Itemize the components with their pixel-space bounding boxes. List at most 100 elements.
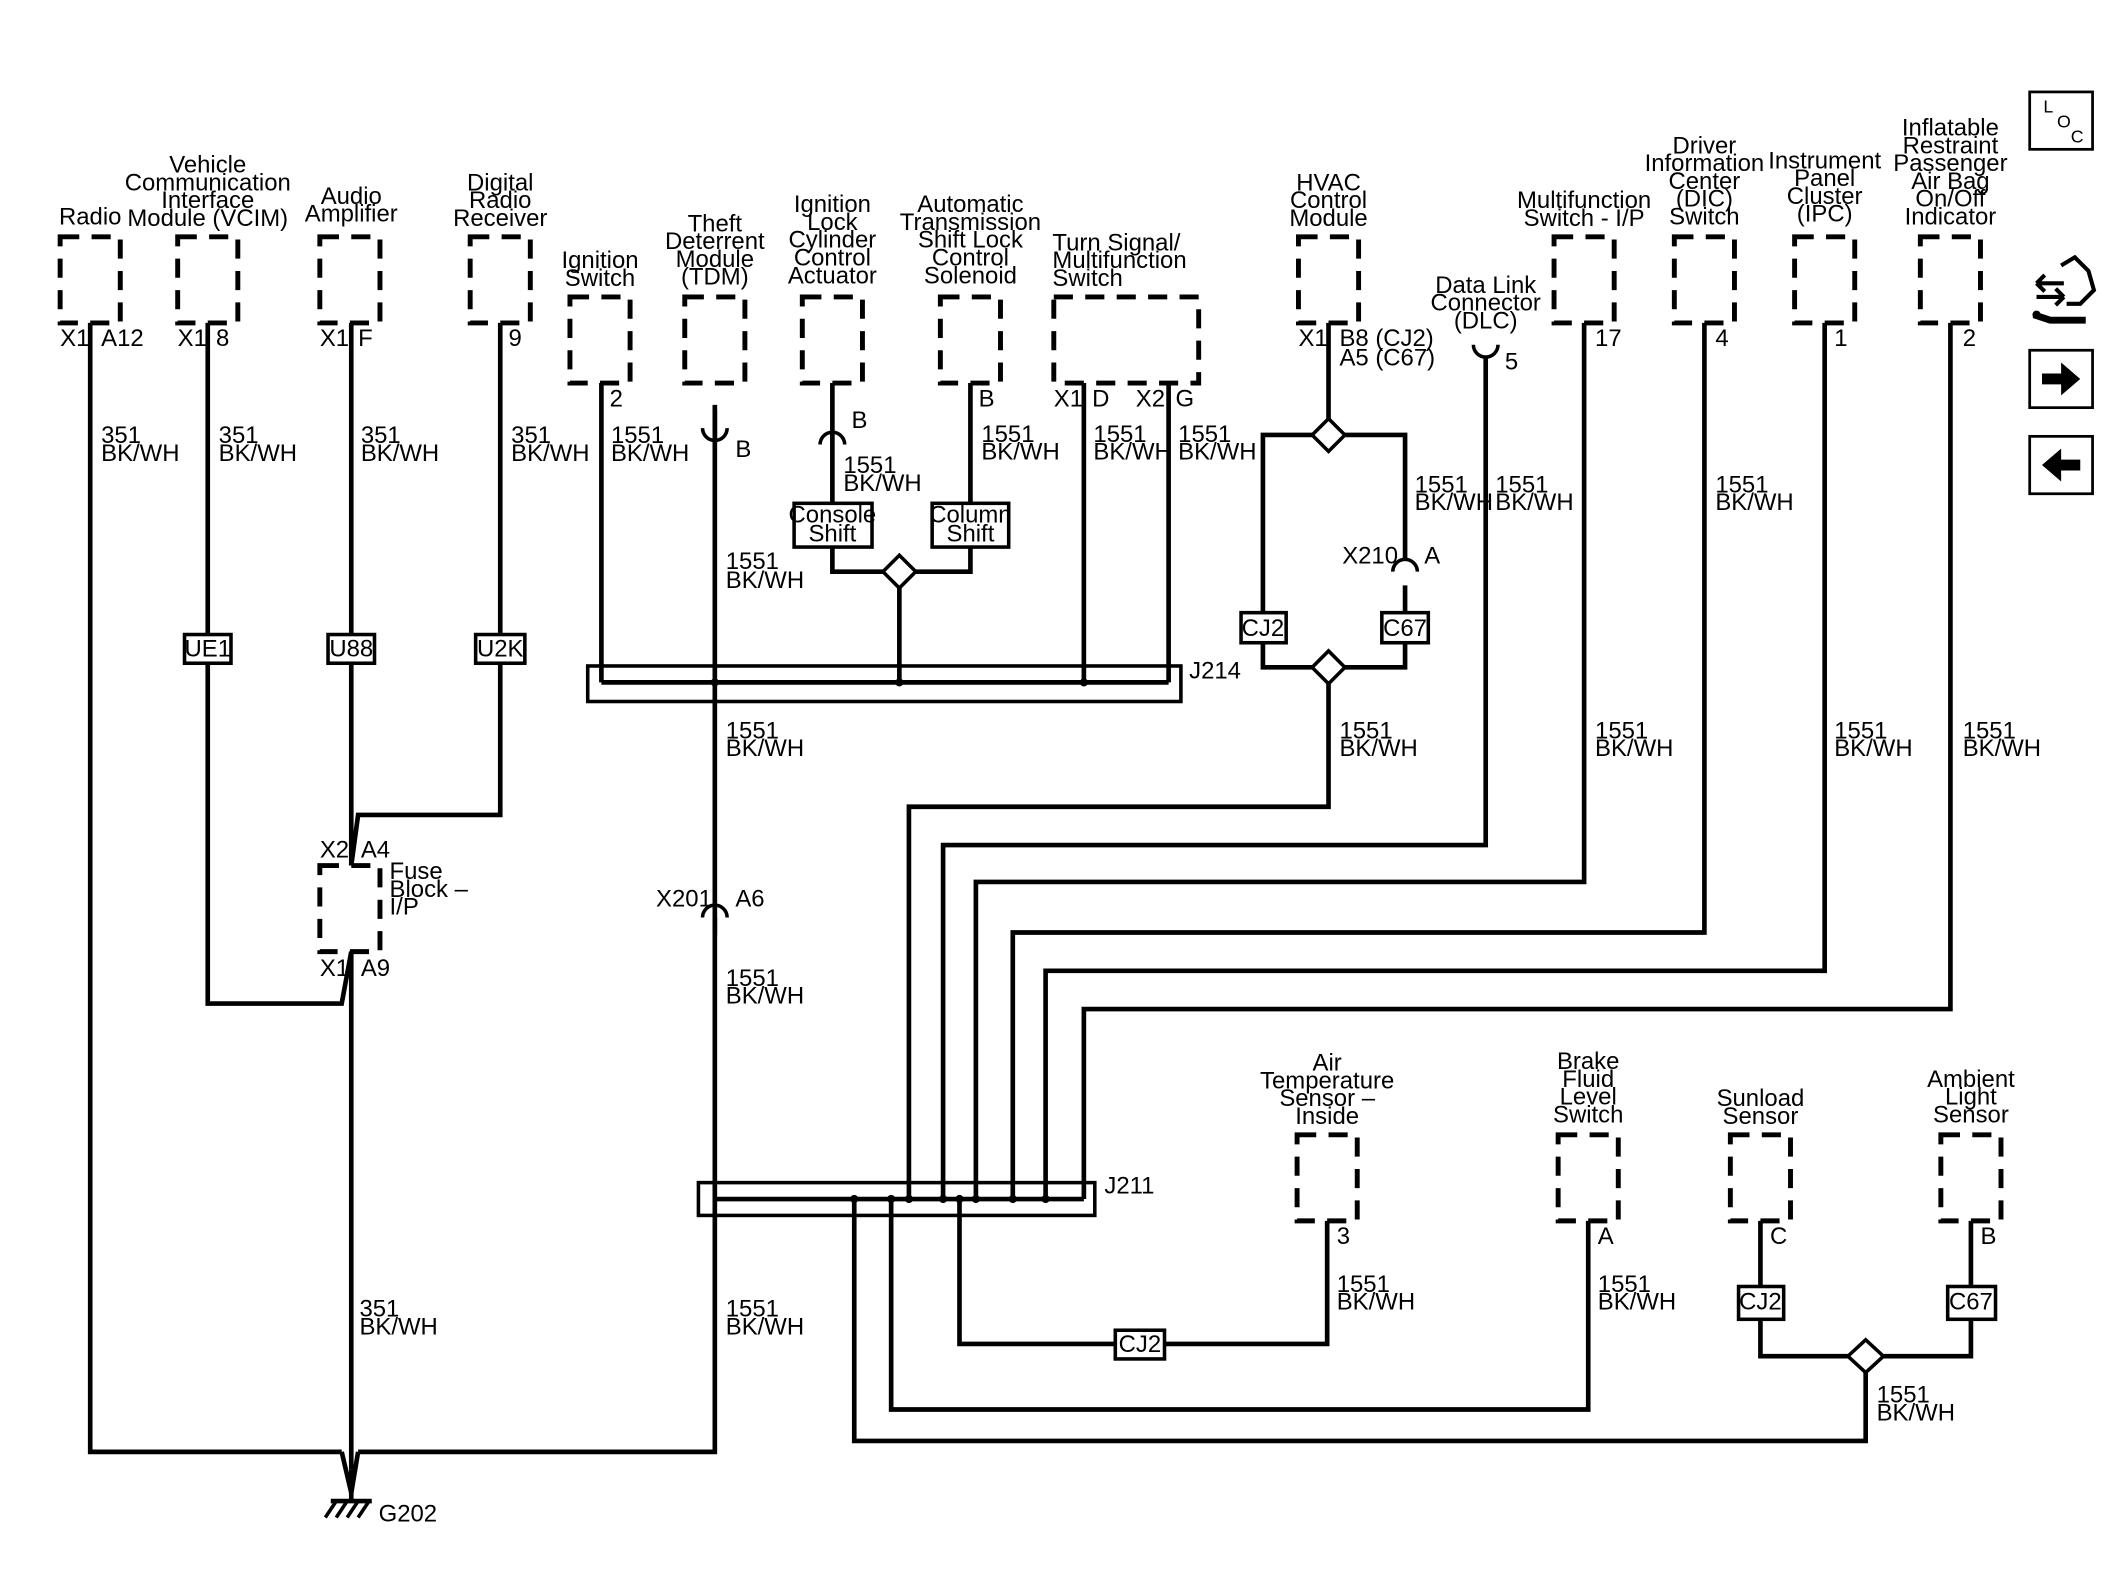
svg-text:Restraint: Restraint xyxy=(1903,132,1999,159)
wires xyxy=(87,322,1974,1470)
dic-switch-component[interactable] xyxy=(1671,234,1737,326)
svg-text:Air Bag: Air Bag xyxy=(1911,168,1989,195)
svg-text:(IPC): (IPC) xyxy=(1797,201,1853,228)
shift-lock-solenoid-component[interactable] xyxy=(937,294,1003,386)
svg-text:Vehicle: Vehicle xyxy=(169,152,246,179)
svg-text:Cluster: Cluster xyxy=(1787,183,1863,210)
location-view-button[interactable]: L O C xyxy=(2028,90,2094,151)
wire-radio xyxy=(87,322,342,1455)
svg-text:C67: C67 xyxy=(1383,615,1427,642)
wire-sunload xyxy=(1758,1220,1848,1359)
svg-text:2: 2 xyxy=(1963,325,1976,352)
sunload-sensor-component[interactable] xyxy=(1727,1132,1793,1224)
option-u88: U88 xyxy=(326,632,377,666)
tdm-component[interactable] xyxy=(682,294,748,386)
prev-page-button[interactable] xyxy=(2028,434,2094,496)
svg-text:Switch: Switch xyxy=(1052,265,1122,292)
svg-text:Automatic: Automatic xyxy=(917,191,1023,218)
digital-radio-receiver-label: Digital Radio Receiver xyxy=(453,169,547,232)
svg-text:Column: Column xyxy=(929,501,1011,528)
svg-text:X1: X1 xyxy=(320,325,349,352)
multifunction-switch-ip-component[interactable] xyxy=(1551,234,1617,326)
turn-signal-switch-component[interactable] xyxy=(1051,294,1202,386)
svg-text:F: F xyxy=(358,325,373,352)
svg-text:Connector: Connector xyxy=(1431,290,1541,317)
wire-ambient xyxy=(1883,1220,1974,1359)
option-cj2-hvac: CJ2 xyxy=(1239,610,1288,645)
digital-radio-receiver-component[interactable] xyxy=(467,234,533,326)
pin-labels: X1 A12 X1 8 X1 F 9 2 B B B X1 D X2 G X1 … xyxy=(60,325,1996,1250)
svg-text:G: G xyxy=(1175,385,1194,412)
svg-text:Audio: Audio xyxy=(321,183,382,210)
j211-label: J211 xyxy=(1104,1173,1154,1200)
audio-amplifier-label: Audio Amplifier xyxy=(305,183,398,228)
svg-text:1551: 1551 xyxy=(1595,717,1648,744)
svg-text:BK/WH: BK/WH xyxy=(1339,735,1417,762)
airbag-indicator-component[interactable] xyxy=(1917,234,1983,326)
svg-text:Radio: Radio xyxy=(469,187,531,214)
air-temp-sensor-component[interactable] xyxy=(1294,1132,1360,1224)
svg-text:B: B xyxy=(979,385,995,412)
fuse-block-component[interactable] xyxy=(317,863,383,955)
connector-view-icon[interactable] xyxy=(2032,254,2097,324)
svg-text:BK/WH: BK/WH xyxy=(981,439,1059,466)
svg-text:BK/WH: BK/WH xyxy=(1495,489,1573,516)
svg-text:Control: Control xyxy=(1290,187,1367,214)
svg-text:Center: Center xyxy=(1669,168,1741,195)
multifunction-switch-ip-label: Multifunction Switch - I/P xyxy=(1517,187,1651,232)
svg-text:CJ2: CJ2 xyxy=(1119,1331,1162,1358)
svg-text:Shift: Shift xyxy=(947,521,995,548)
svg-text:Air: Air xyxy=(1313,1050,1342,1077)
svg-text:BK/WH: BK/WH xyxy=(726,1313,804,1340)
hvac-control-module-component[interactable] xyxy=(1295,234,1362,326)
svg-text:Turn Signal/: Turn Signal/ xyxy=(1052,229,1180,256)
x201-connector xyxy=(700,903,729,918)
svg-text:Multifunction: Multifunction xyxy=(1052,247,1186,274)
wire-solenoid xyxy=(913,383,973,574)
next-page-button[interactable] xyxy=(2028,348,2094,410)
svg-text:BK/WH: BK/WH xyxy=(726,567,804,594)
actuator-connector xyxy=(818,430,847,445)
svg-text:1551: 1551 xyxy=(1337,1271,1390,1298)
radio-component[interactable] xyxy=(57,234,123,326)
ignition-lock-actuator-component[interactable] xyxy=(799,294,865,386)
svg-text:Information: Information xyxy=(1645,150,1765,177)
svg-text:2: 2 xyxy=(610,385,623,412)
wire-dlc xyxy=(940,358,1489,1200)
option-c67-ambient: C67 xyxy=(1945,1284,1998,1322)
option-c67-hvac: C67 xyxy=(1380,610,1431,645)
svg-text:BK/WH: BK/WH xyxy=(361,440,439,467)
wire-brake-fluid xyxy=(888,1199,1591,1412)
svg-text:Solenoid: Solenoid xyxy=(924,262,1017,289)
splice-hvac-bottom xyxy=(1309,648,1348,687)
svg-text:Module: Module xyxy=(676,246,754,273)
wire-multifunction xyxy=(973,322,1587,1200)
ipc-component[interactable] xyxy=(1792,234,1858,326)
svg-text:BK/WH: BK/WH xyxy=(1178,439,1256,466)
svg-text:Sunload: Sunload xyxy=(1717,1085,1805,1112)
fuse-block-label: Fuse Block – I/P xyxy=(390,858,469,921)
ambient-light-sensor-component[interactable] xyxy=(1938,1132,2004,1224)
brake-fluid-switch-component[interactable] xyxy=(1555,1132,1621,1224)
svg-text:351: 351 xyxy=(101,422,141,449)
svg-text:BK/WH: BK/WH xyxy=(726,983,804,1010)
ignition-switch-component[interactable] xyxy=(567,294,633,386)
wire-actuator xyxy=(830,383,886,574)
ground-label: G202 xyxy=(379,1501,437,1528)
svg-text:Indicator: Indicator xyxy=(1905,203,1997,230)
wire-ipc xyxy=(1043,322,1827,1200)
svg-text:BK/WH: BK/WH xyxy=(511,440,589,467)
svg-text:Brake: Brake xyxy=(1557,1048,1619,1075)
svg-text:On/Off: On/Off xyxy=(1915,186,1985,213)
vcim-component[interactable] xyxy=(175,234,241,326)
audio-amplifier-component[interactable] xyxy=(317,234,383,326)
svg-text:BK/WH: BK/WH xyxy=(726,735,804,762)
svg-text:1551: 1551 xyxy=(1093,421,1146,448)
